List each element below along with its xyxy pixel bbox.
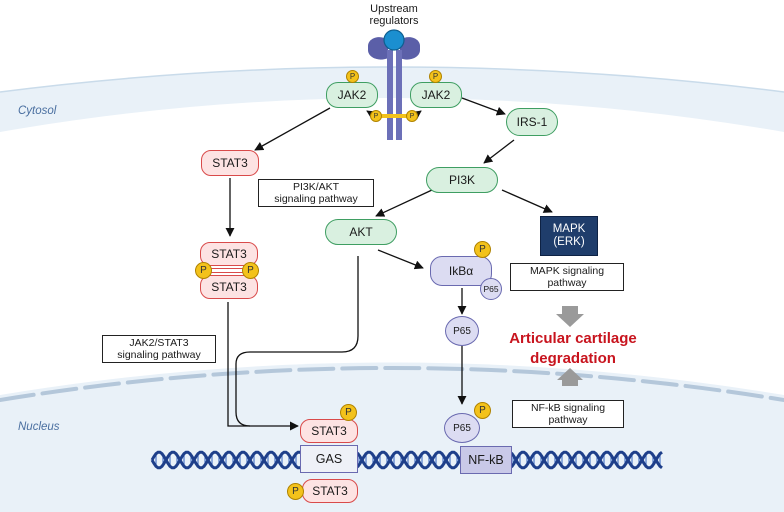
nuclear-envelope (0, 362, 784, 512)
phospho-badge-receptor-left: P (370, 110, 382, 122)
pi3k-akt-pathway-box: PI3K/AKT signaling pathway (258, 179, 374, 207)
p65-on-ikba: P65 (480, 278, 502, 300)
upstream-line1: Upstream (370, 3, 418, 15)
outcome-line2: degradation (530, 350, 616, 367)
nfkb-pathway-box: NF-kB signaling pathway (512, 400, 624, 428)
phospho-badge-p65-nucleus: P (474, 402, 491, 419)
dna-strand-2 (150, 450, 663, 470)
mapk-box-line1: MAPK signaling (529, 265, 605, 277)
nfkb-to-outcome-arrow (557, 368, 583, 386)
dna-strand-1 (150, 450, 663, 470)
nfkb-box-line1: NF-kB signaling (530, 402, 606, 414)
outcome-line1: Articular cartilage (509, 330, 637, 347)
mapk-box-line2: pathway (547, 277, 587, 289)
mapk-line2: (ERK) (553, 236, 585, 248)
phospho-badge-stat3-nucleus-top: P (340, 404, 357, 421)
jak2-stat3-line1: JAK2/STAT3 (129, 337, 189, 349)
pi3k-akt-line2: signaling pathway (274, 193, 358, 205)
pi3k-akt-line1: PI3K/AKT (292, 181, 340, 193)
stat3-dimer-bottom: STAT3 (200, 275, 258, 299)
gas-element: GAS (300, 445, 358, 473)
jak2-left-node: JAK2 (326, 82, 378, 108)
p65-nucleus-node: P65 (444, 413, 480, 443)
stat3-node: STAT3 (201, 150, 259, 176)
jak2-stat3-line2: signaling pathway (117, 349, 201, 361)
upstream-line2: regulators (369, 15, 419, 27)
stat3-nucleus-top: STAT3 (300, 419, 358, 443)
pi3k-node: PI3K (426, 167, 498, 193)
nfkb-element: NF-kB (460, 446, 512, 474)
upstream-regulators-label: Upstream regulators (352, 2, 436, 28)
nucleus-label: Nucleus (18, 421, 60, 433)
cytosol-label: Cytosol (18, 105, 57, 117)
jak2-stat3-pathway-box: JAK2/STAT3 signaling pathway (102, 335, 216, 363)
receptor-icon (368, 29, 420, 140)
mapk-pathway-box: MAPK signaling pathway (510, 263, 624, 291)
mapk-to-outcome-arrow (556, 306, 584, 327)
irs1-node: IRS-1 (506, 108, 558, 136)
dimer-bond (205, 268, 253, 273)
cell-membrane (0, 67, 784, 132)
phospho-badge-stat3-nucleus-bottom: P (287, 483, 304, 500)
phospho-badge-jak2-right: P (429, 70, 442, 83)
phospho-badge-jak2-left: P (346, 70, 359, 83)
stat3-nucleus-bottom: STAT3 (302, 479, 358, 503)
mapk-erk-node: MAPK (ERK) (540, 216, 598, 256)
p65-cytosol-node: P65 (445, 316, 479, 346)
akt-node: AKT (325, 219, 397, 245)
nfkb-box-line2: pathway (548, 414, 588, 426)
articular-cartilage-degradation-label: Articular cartilage degradation (498, 329, 648, 369)
mapk-line1: MAPK (552, 223, 586, 235)
phospho-badge-dimer-left: P (195, 262, 212, 279)
phospho-badge-receptor-right: P (406, 110, 418, 122)
phospho-badge-ikba: P (474, 241, 491, 258)
phospho-badge-dimer-right: P (242, 262, 259, 279)
nuclear-pore-dashes (0, 366, 784, 402)
jak2-right-node: JAK2 (410, 82, 462, 108)
